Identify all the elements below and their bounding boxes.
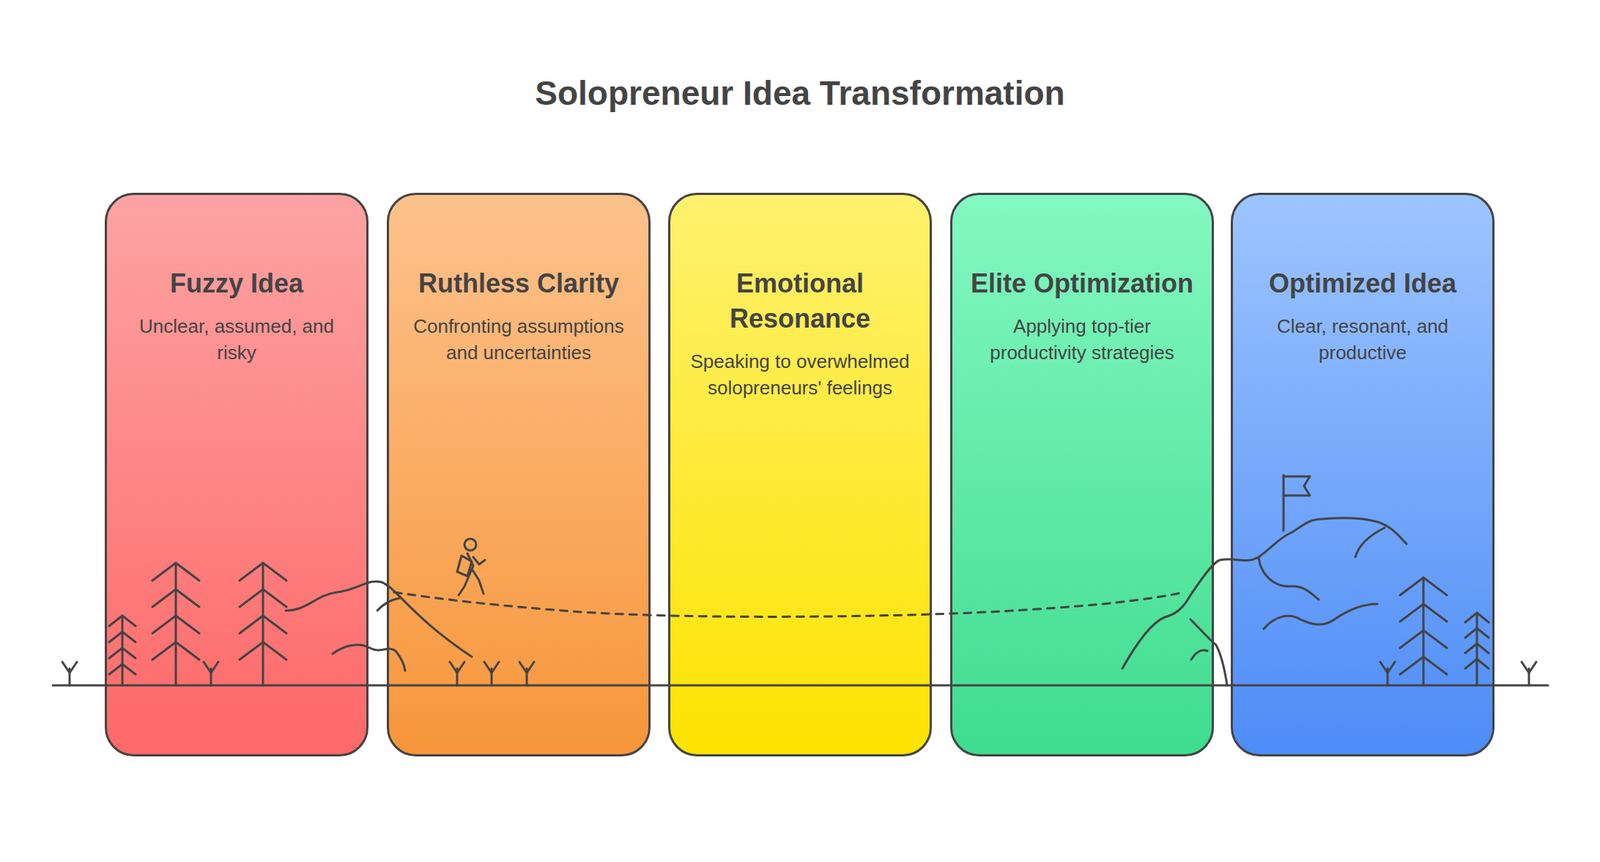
box-shape bbox=[951, 194, 1214, 756]
grass-blade bbox=[1380, 661, 1395, 673]
tree-branch bbox=[1400, 656, 1447, 674]
grass-blade bbox=[62, 661, 77, 673]
tree-branch bbox=[1400, 603, 1447, 622]
stage-heading: Optimized Idea bbox=[1245, 265, 1480, 302]
tree-branch bbox=[1465, 612, 1489, 622]
stage-heading: Ruthless Clarity bbox=[401, 265, 636, 302]
box-shape bbox=[106, 194, 368, 756]
grass-blade bbox=[203, 661, 219, 673]
stage-box: Elite OptimizationApplying top-tier prod… bbox=[950, 192, 1214, 757]
tree-trunk bbox=[1476, 612, 1479, 685]
tree-trunk bbox=[175, 562, 178, 685]
tree-branch bbox=[1400, 577, 1447, 595]
diagram-title: Solopreneur Idea Transformation bbox=[0, 73, 1600, 113]
tree-branch bbox=[152, 589, 200, 607]
grass-blade bbox=[484, 661, 499, 673]
grass-blade bbox=[449, 661, 465, 673]
dashed-trail bbox=[394, 591, 1184, 617]
tree-branch bbox=[1465, 658, 1489, 669]
stage-heading: Fuzzy Idea bbox=[119, 265, 354, 302]
tree-branch bbox=[152, 562, 200, 581]
tree-branch bbox=[109, 615, 136, 626]
tree-branch bbox=[1400, 630, 1447, 648]
summit-mountain bbox=[1122, 474, 1407, 685]
tree-branch bbox=[239, 562, 287, 581]
tree-branch bbox=[152, 615, 200, 633]
tree-trunk bbox=[262, 562, 265, 685]
stage-box: Emotional ResonanceSpeaking to overwhelm… bbox=[668, 192, 932, 757]
stage-description: Speaking to overwhelmed solopreneurs' fe… bbox=[682, 347, 918, 401]
stage-heading: Emotional Resonance bbox=[682, 265, 918, 337]
tree-branch bbox=[1465, 627, 1489, 638]
tree-branch bbox=[1465, 643, 1489, 653]
tree-trunk bbox=[121, 615, 124, 685]
stage-box: Fuzzy IdeaUnclear, assumed, and risky bbox=[104, 192, 369, 757]
stage-description: Clear, resonant, and productive bbox=[1245, 312, 1480, 366]
grass-blade bbox=[1521, 661, 1537, 673]
stage-box: Ruthless ClarityConfronting assumptions … bbox=[386, 192, 651, 757]
left-hill bbox=[285, 580, 472, 657]
stage-description: Applying top-tier productivity strategie… bbox=[964, 312, 1200, 366]
tree-branch bbox=[152, 641, 200, 660]
box-shape bbox=[388, 194, 650, 756]
small-hill bbox=[332, 644, 406, 671]
box-shape bbox=[669, 194, 932, 756]
stage-heading: Elite Optimization bbox=[964, 265, 1200, 302]
stage-description: Unclear, assumed, and risky bbox=[119, 312, 354, 366]
box-shape bbox=[1232, 194, 1494, 756]
tree-branch bbox=[239, 589, 287, 607]
tree-branch bbox=[109, 647, 136, 658]
tree-branch bbox=[109, 663, 136, 674]
trees-and-grass bbox=[62, 562, 1537, 685]
grass-blade bbox=[519, 661, 535, 673]
tree-branch bbox=[239, 641, 287, 660]
stage-box: Optimized IdeaClear, resonant, and produ… bbox=[1230, 192, 1495, 757]
hiker-icon bbox=[457, 538, 485, 595]
stage-description: Confronting assumptions and uncertaintie… bbox=[401, 312, 636, 366]
hill-ridge bbox=[377, 597, 400, 611]
tree-branch bbox=[239, 615, 287, 633]
ground-line bbox=[52, 684, 1548, 687]
tree-branch bbox=[109, 631, 136, 642]
